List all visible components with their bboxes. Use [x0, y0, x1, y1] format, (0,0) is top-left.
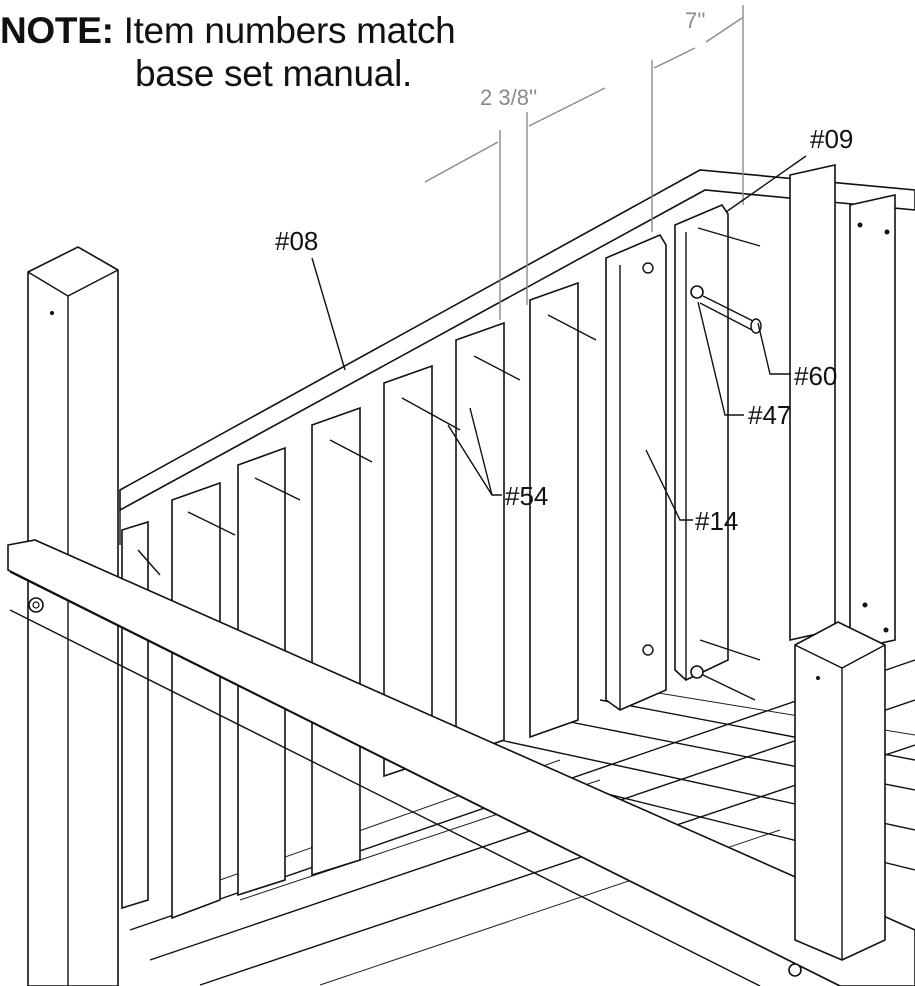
end-board — [674, 204, 729, 681]
top-rail — [119, 169, 915, 545]
bolt — [690, 285, 762, 701]
note-line-1: Item numbers match — [123, 10, 456, 51]
front-left-post — [27, 246, 119, 986]
front-right-post — [794, 621, 886, 961]
wide-board — [605, 233, 667, 711]
note-text: NOTE: Item numbers match base set manual… — [0, 10, 456, 96]
dimension-7: 7'' — [685, 8, 706, 33]
dimension-2-3-8: 2 3/8'' — [480, 85, 537, 110]
callout-14: #14 — [695, 506, 738, 536]
front-rail — [7, 539, 915, 986]
callout-54: #54 — [505, 481, 548, 511]
callout-47: #47 — [748, 400, 791, 430]
back-panel — [789, 164, 896, 651]
callout-08: #08 — [275, 226, 318, 256]
note-label: NOTE: — [0, 10, 114, 51]
callout-09: #09 — [810, 124, 853, 154]
dimension-lines — [424, 5, 744, 320]
callout-60: #60 — [794, 361, 837, 391]
leader-lines — [311, 155, 807, 521]
screws — [137, 227, 761, 661]
note-line-2: base set manual. — [135, 52, 412, 94]
